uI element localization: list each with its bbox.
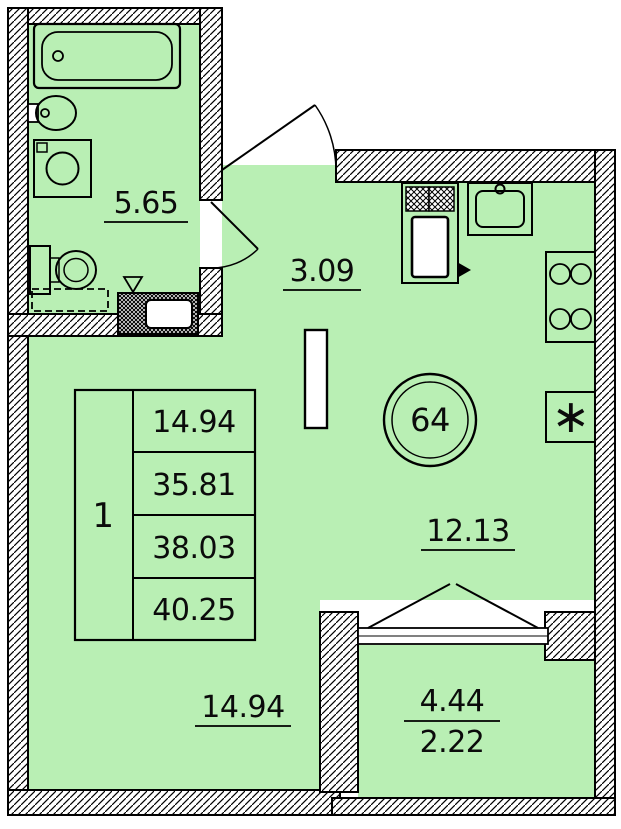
balcony-door <box>357 583 549 645</box>
table-rooms-count: 1 <box>92 496 113 536</box>
kitchen-sink <box>467 182 533 236</box>
balcony-area-label: 4.44 <box>420 684 485 719</box>
entrance-door-leaf <box>221 104 316 171</box>
area-labels: 5.65 3.09 12.13 14.94 4.44 2.22 <box>104 186 515 760</box>
washbasin-bowl <box>35 95 77 131</box>
towel-dryer <box>31 288 109 312</box>
bathtub <box>32 22 182 90</box>
kitchen-faucet-icon <box>494 183 506 195</box>
balcony-door-leaf-right <box>455 583 539 629</box>
burner-icon <box>570 263 592 285</box>
apartment-number: 64 <box>410 401 450 439</box>
washing-machine-outline <box>33 139 92 198</box>
burner-icon <box>549 263 571 285</box>
vent-grille-left <box>405 186 430 212</box>
vent-shaft-outline <box>401 182 459 284</box>
vent-duct <box>410 215 450 279</box>
burner-icon <box>570 308 592 330</box>
washbasin-stem <box>27 103 39 123</box>
kitchen-area-label: 12.13 <box>426 514 509 549</box>
vent-shaft <box>401 182 471 284</box>
area-summary-table: 1 14.94 35.81 38.03 40.25 <box>73 388 257 642</box>
burner-icon <box>549 308 571 330</box>
stove-outline <box>545 251 596 343</box>
badge-outer-circle <box>382 372 478 468</box>
bathroom-door-leaf <box>210 201 259 250</box>
vent-grille-right <box>428 186 455 212</box>
washbasin <box>27 95 77 131</box>
wall-balcony-bottom <box>331 797 616 816</box>
bathroom-area-label: 5.65 <box>114 186 179 221</box>
floors <box>28 24 595 800</box>
apartment-number-badge: 64 <box>382 372 478 468</box>
wall-stub-hall <box>303 328 329 430</box>
badge-inner-circle <box>391 381 469 459</box>
wall-balcony-left <box>319 611 359 793</box>
washing-machine <box>33 139 92 198</box>
toilet-joint <box>49 257 60 283</box>
washbasin-faucet-icon <box>40 108 50 118</box>
balcony-area-reduced-label: 2.22 <box>420 725 485 760</box>
bathtub-outline <box>32 22 182 90</box>
bathroom-door <box>210 201 259 269</box>
entrance-door <box>221 104 337 171</box>
walls <box>7 7 616 816</box>
table-cell: 14.94 <box>152 405 235 440</box>
refrigerator: ∗ <box>545 389 596 443</box>
main-room-floor <box>28 165 595 790</box>
wall-right <box>594 149 616 816</box>
bathtub-inner <box>41 31 173 81</box>
balcony-door-leaf-left <box>367 583 451 629</box>
bathtub-drain-icon <box>52 50 64 62</box>
table-cell: 35.81 <box>152 468 235 503</box>
wall-bottom-left <box>7 789 341 816</box>
bathroom-floor <box>28 24 200 314</box>
entrance-door-arc <box>314 104 337 171</box>
refrigerator-outline <box>545 391 596 443</box>
wall-bathroom-right-upper <box>199 7 223 201</box>
washing-machine-panel <box>36 142 48 153</box>
toilet-bowl-inner <box>63 257 89 283</box>
wall-left <box>7 7 29 816</box>
table-cell: 38.03 <box>152 531 235 566</box>
kitchen-sink-basin <box>475 190 525 228</box>
stove <box>545 251 596 343</box>
room-area-label: 14.94 <box>201 690 284 725</box>
wall-top <box>335 149 616 183</box>
wall-balcony-door-right <box>544 611 596 661</box>
balcony-floor <box>358 645 595 800</box>
washing-machine-door-icon <box>45 151 80 186</box>
wall-top-left <box>7 7 223 25</box>
duct-block-inner <box>145 299 193 329</box>
refrigerator-asterisk-icon: ∗ <box>551 389 589 443</box>
vent-marker-icon <box>457 262 471 278</box>
bathroom-duct-block <box>117 292 199 335</box>
hall-area-label: 3.09 <box>290 254 355 289</box>
bathroom-door-arc <box>210 248 259 269</box>
kitchen-sink-counter <box>467 182 533 236</box>
drain-funnel-icon <box>122 276 144 294</box>
table-cell: 40.25 <box>152 593 235 628</box>
